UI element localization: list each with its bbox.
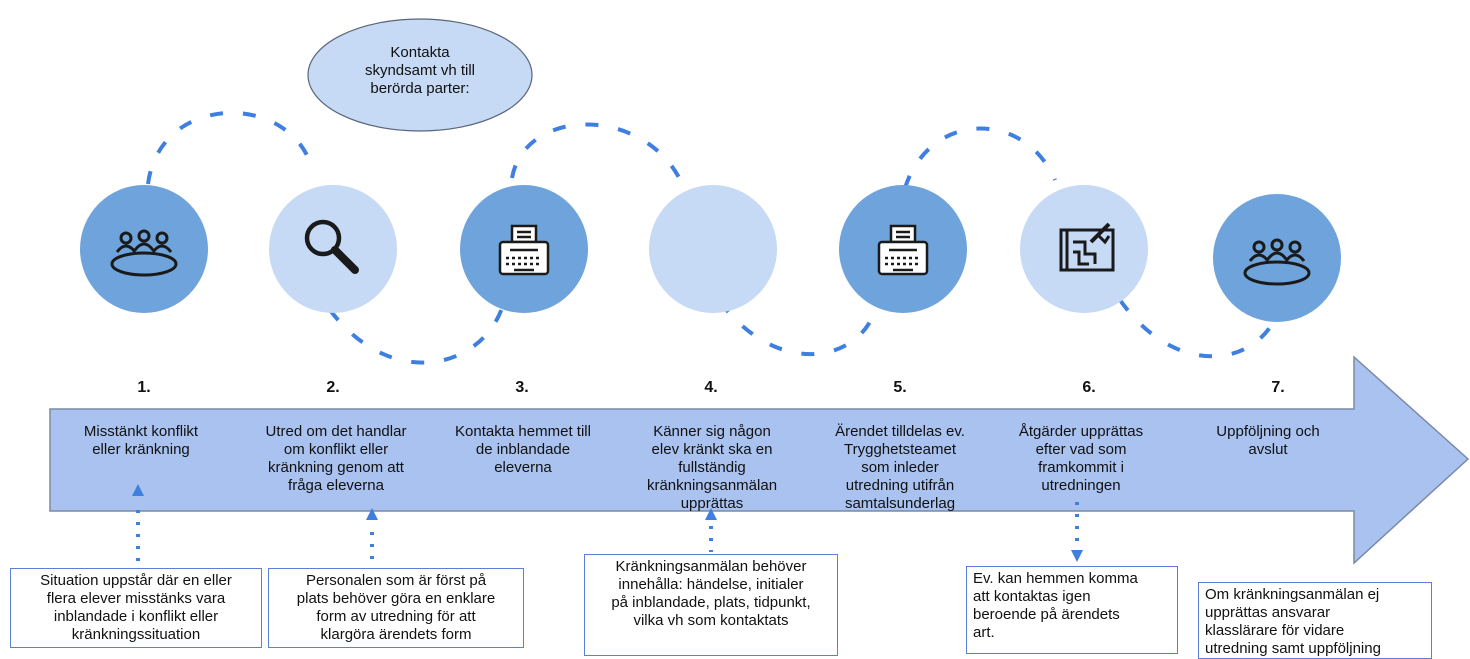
up-arrowhead bbox=[705, 508, 717, 520]
step-circle-1 bbox=[80, 185, 208, 313]
note-box-4: Ev. kan hemmen komma att kontaktas igen … bbox=[966, 566, 1178, 654]
dashed-arc-5-6 bbox=[903, 126, 1057, 189]
up-arrowhead bbox=[366, 508, 378, 520]
step-number: 2. bbox=[326, 379, 340, 396]
down-arrowhead bbox=[1071, 550, 1083, 562]
step-number: 3. bbox=[515, 379, 529, 396]
dashed-arc-6-7 bbox=[1118, 297, 1284, 359]
step-text-7: Uppföljning och avslut bbox=[1216, 423, 1320, 458]
step-text-2: Utred om det handlar om konflikt eller k… bbox=[265, 423, 407, 494]
contact-bubble bbox=[307, 18, 533, 132]
step-number: 4. bbox=[704, 379, 718, 396]
step-number: 1. bbox=[137, 379, 151, 396]
note-box-2: Personalen som är först på plats behöver… bbox=[268, 568, 524, 648]
note-box-5: Om kränkningsanmälan ej upprättas ansvar… bbox=[1198, 582, 1432, 659]
note-box-3: Kränkningsanmälan behöver innehålla: hän… bbox=[584, 554, 838, 656]
step-number: 7. bbox=[1271, 379, 1285, 396]
step-circle-4 bbox=[649, 185, 777, 313]
dashed-arc-3-4 bbox=[510, 122, 686, 189]
dashed-arc-4-5 bbox=[718, 300, 877, 356]
bubble-text: Kontakta skyndsamt vh till berörda parte… bbox=[364, 44, 476, 97]
step-text-3: Kontakta hemmet till de inblandade eleve… bbox=[455, 423, 591, 476]
step-number: 5. bbox=[893, 379, 907, 396]
step-text-4: Känner sig någon elev kränkt ska en full… bbox=[646, 423, 778, 512]
step-text-1: Misstänkt konflikt eller kränkning bbox=[83, 423, 199, 458]
timeline-arrow bbox=[49, 355, 1470, 565]
step-number: 6. bbox=[1082, 379, 1096, 396]
up-arrowhead bbox=[132, 484, 144, 496]
step-text-6: Åtgärder upprättas efter vad som framkom… bbox=[1018, 423, 1144, 494]
step-circle-7 bbox=[1213, 194, 1341, 322]
step-text-5: Ärendet tilldelas ev. Trygghetsteamet so… bbox=[835, 423, 965, 512]
dashed-arc-2-3 bbox=[328, 307, 504, 365]
note-box-1: Situation uppstår där en eller flera ele… bbox=[10, 568, 262, 648]
